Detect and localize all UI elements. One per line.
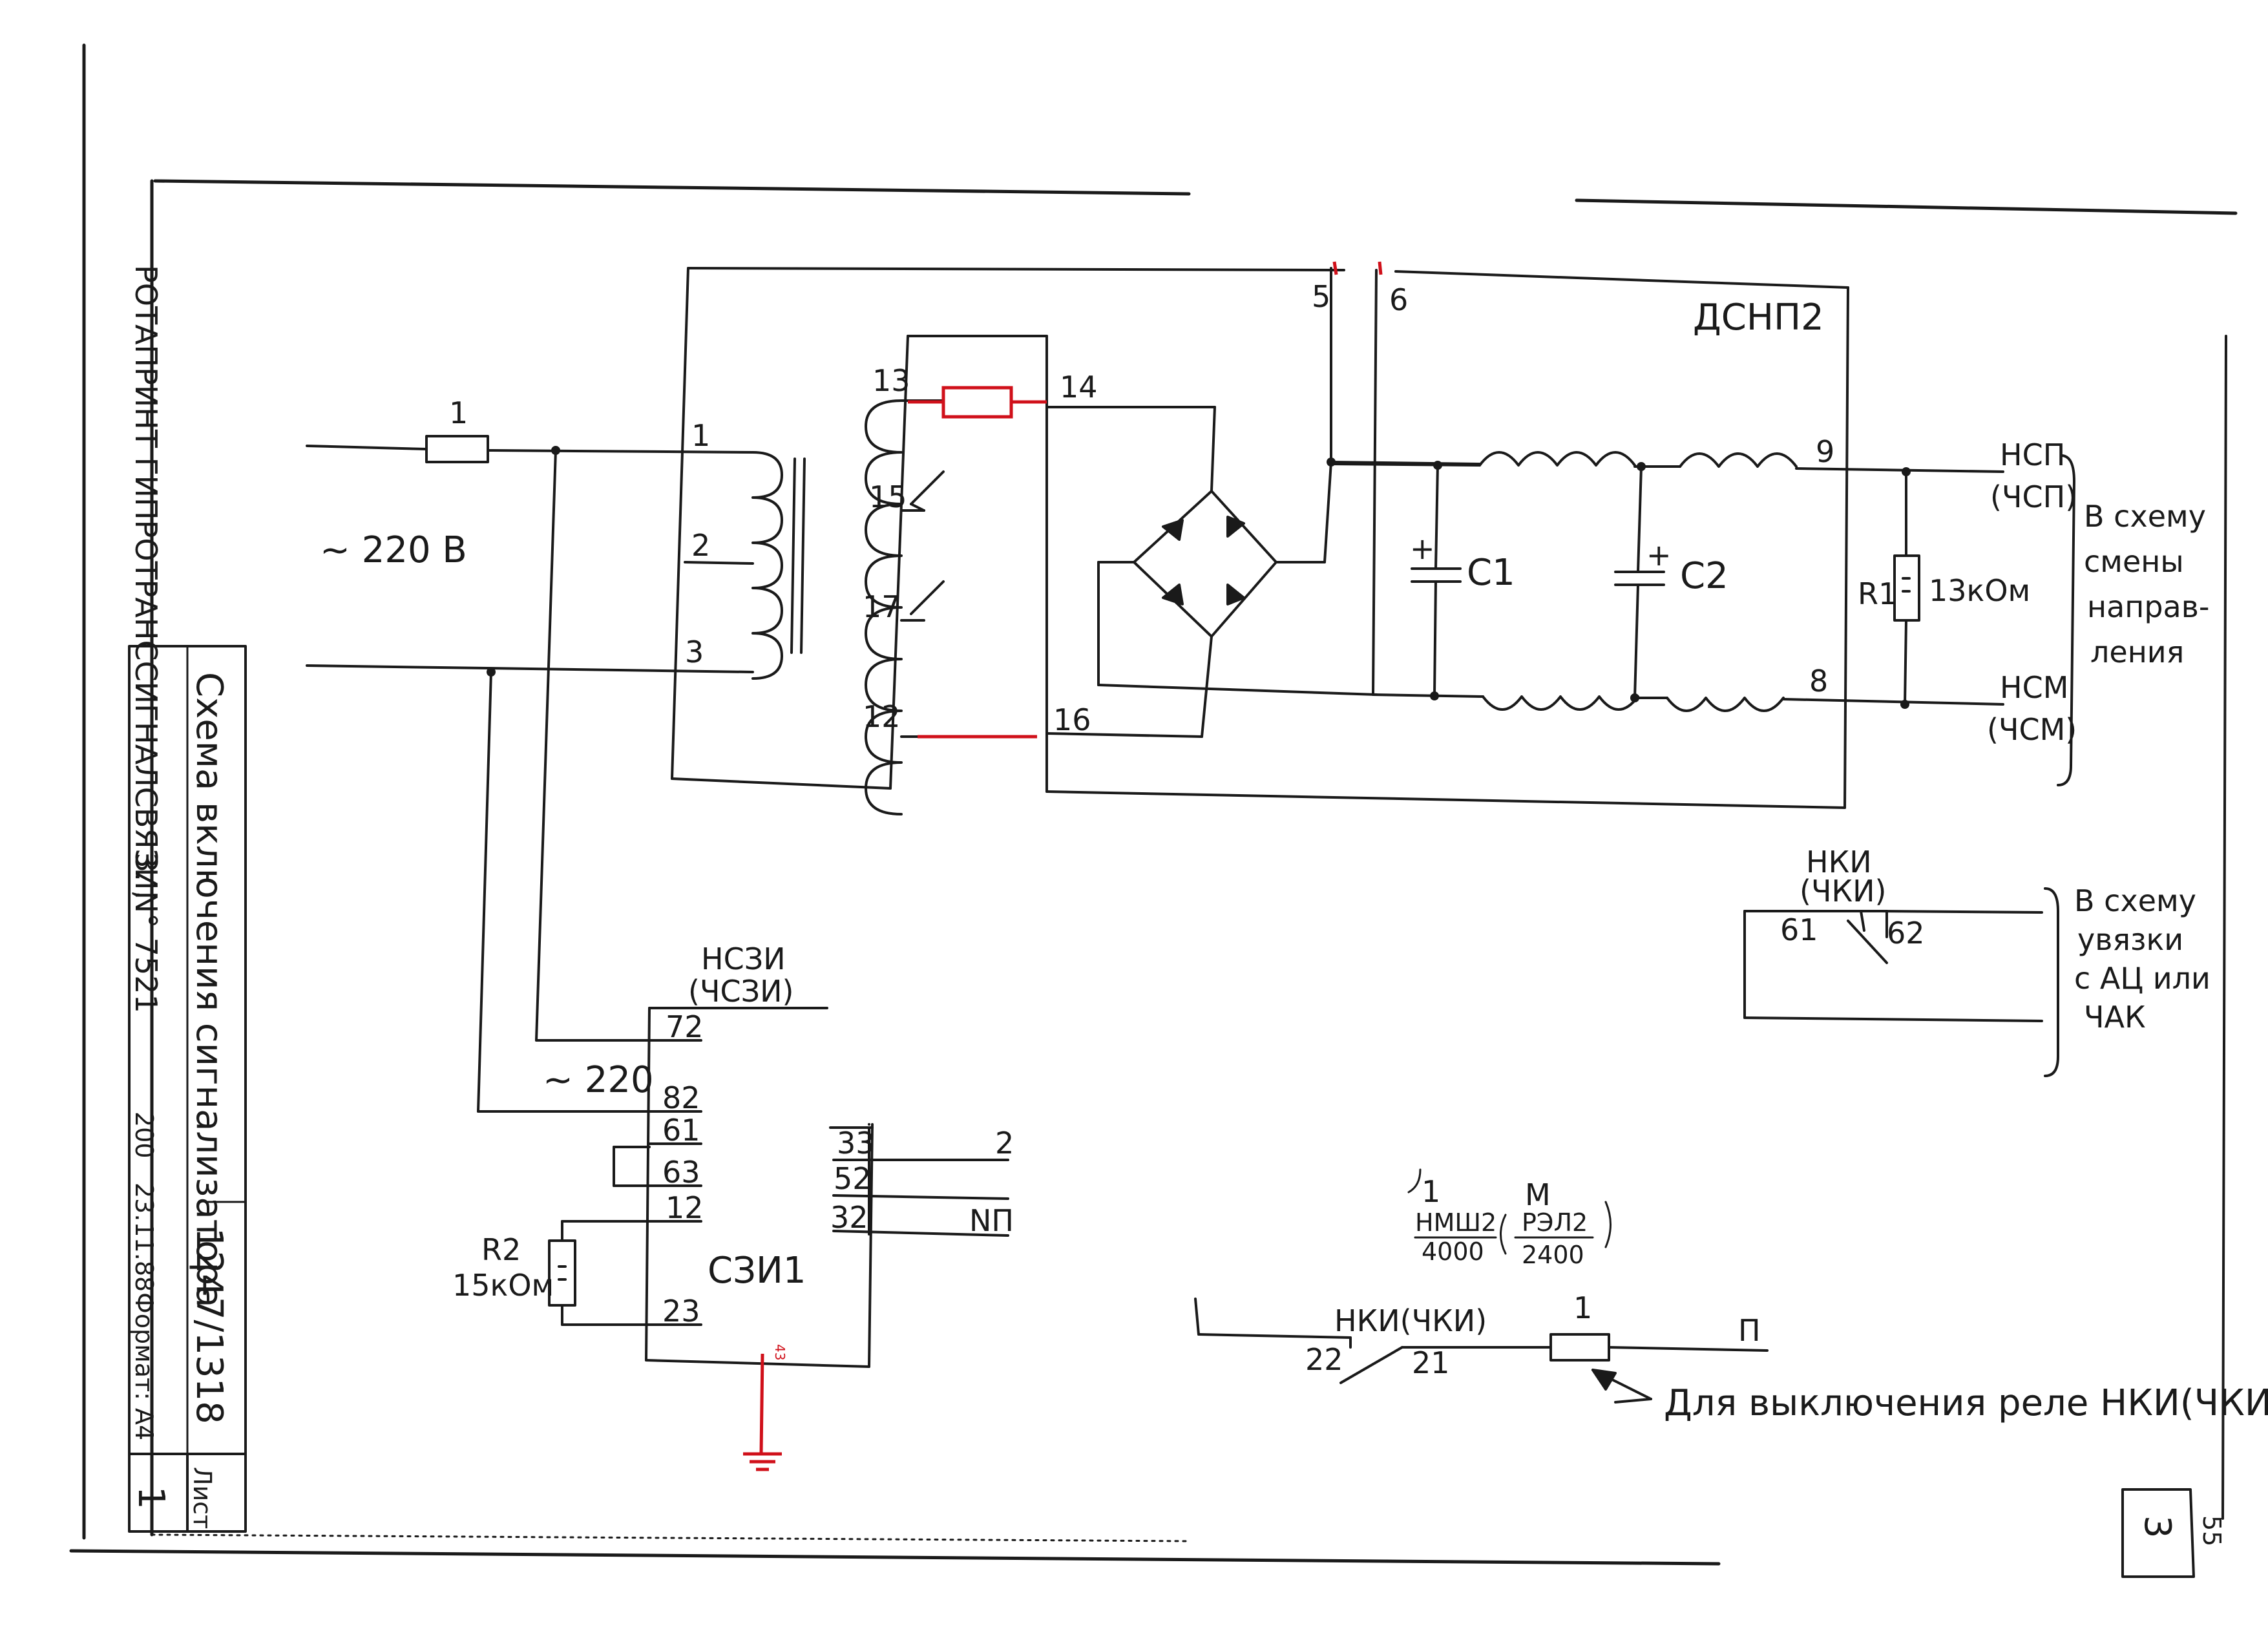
fuse-bottom-label: 1 (1573, 1290, 1592, 1325)
contact-21: 21 (1412, 1345, 1450, 1380)
nki-top-label: НКИ (1806, 845, 1872, 879)
nki-release-circuit (1194, 1168, 1769, 1404)
title-block-order: З. N° 7521 (129, 853, 163, 1013)
terminal-13: 13 (872, 363, 910, 398)
terminal-12: 12 (863, 699, 901, 734)
ground-label: 43 (772, 1344, 788, 1360)
title-block-copies: 200 (130, 1111, 158, 1159)
r2-label: R2 (481, 1232, 521, 1267)
terminal-17: 17 (863, 589, 901, 624)
to-direction-line-3: направ- (2087, 589, 2209, 624)
szi-terminal-72: 72 (666, 1009, 704, 1044)
szi-terminal-23: 23 (662, 1294, 700, 1329)
nki-bottom-label: НКИ(ЧКИ) (1334, 1303, 1487, 1338)
terminal-15: 15 (869, 479, 907, 514)
terminal-16: 16 (1053, 702, 1091, 737)
terminal-8: 8 (1809, 664, 1828, 699)
to-link-line-2: увязки (2077, 922, 2183, 957)
szi-terminal-33: 33 (837, 1126, 875, 1161)
terminal-6: 6 (1389, 282, 1408, 317)
sheet-frame (69, 43, 2238, 1578)
szi-terminal-63: 63 (662, 1155, 700, 1190)
bridge-rectifier (1045, 406, 1378, 738)
r2-value: 15кОм (452, 1268, 554, 1303)
title-block-date: 23.11.88 (130, 1183, 158, 1292)
formula-alt-den: 2400 (1522, 1241, 1584, 1269)
terminal-1: 1 (691, 418, 710, 453)
formula-alt-num: РЭЛ2 (1522, 1208, 1588, 1237)
lc-filter (1330, 451, 2075, 786)
formula-m: М (1525, 1177, 1551, 1212)
nsp-label: НСП (2000, 437, 2065, 472)
szi-block (548, 1007, 1009, 1368)
c1-plus: + (1410, 531, 1435, 566)
supply-wiring (306, 435, 754, 1113)
terminal-5: 5 (1312, 279, 1330, 314)
to-link-line-4: ЧАК (2084, 1000, 2146, 1035)
to-direction-line-4: ления (2090, 635, 2184, 669)
contact-62: 62 (1887, 916, 1925, 951)
to-direction-line-2: смены (2084, 544, 2184, 579)
drawing-title: Схема включения сигнализатора (188, 672, 230, 1307)
out-np-label: NП (969, 1203, 1014, 1238)
chsm-label: (ЧСМ) (1987, 712, 2077, 747)
release-note: Для выключения реле НКИ(ЧКИ) (1664, 1382, 2268, 1424)
to-link-line-1: В схему (2074, 883, 2196, 918)
nsm-label: НСМ (2000, 670, 2068, 705)
page-number: 3 (2136, 1515, 2178, 1539)
supply-label: ~ 220 В (320, 529, 467, 571)
to-link-line-3: с АЦ или (2074, 961, 2210, 996)
dsnp-block-outline (671, 267, 1849, 809)
title-block-company: РОТАПРИНТ ГИПРОТРАНССИГНАЛСВЯЗИ, (129, 265, 163, 899)
terminals-5-6-wiring (1327, 267, 1481, 696)
dsnp-block-name: ДСНП2 (1693, 297, 1824, 339)
szi-terminal-32: 32 (830, 1200, 868, 1235)
szi-terminal-12: 12 (666, 1190, 704, 1225)
szi-terminal-52: 52 (834, 1161, 872, 1196)
page-number-small: 55 (2198, 1515, 2226, 1546)
transformer (684, 399, 945, 815)
contact-61: 61 (1780, 912, 1818, 947)
sheet-number: 1 (130, 1486, 172, 1509)
terminal-9: 9 (1816, 434, 1834, 469)
terminal-14: 14 (1060, 370, 1098, 405)
to-direction-line-1: В схему (2084, 499, 2206, 534)
terminal-3: 3 (685, 635, 704, 669)
title-block: РОТАПРИНТ ГИПРОТРАНССИГНАЛСВЯЗИ, З. N° 7… (129, 265, 2226, 1546)
fuse-1-label: 1 (449, 395, 468, 430)
szi-terminal-61: 61 (662, 1113, 700, 1148)
c2-label: С2 (1680, 555, 1728, 597)
c2-plus: + (1646, 538, 1672, 573)
title-block-format: Формат: А4 (130, 1292, 158, 1440)
chszi-label: (ЧСЗИ) (688, 974, 793, 1009)
formula-num: НМШ2 (1415, 1208, 1496, 1237)
sheet-label: Лист (188, 1467, 216, 1529)
contact-22: 22 (1305, 1342, 1343, 1377)
szi-terminal-82: 82 (662, 1080, 700, 1115)
formula-den: 4000 (1422, 1237, 1484, 1266)
drawing-number: 1247/1318 (188, 1228, 230, 1424)
chsp-label: (ЧСП) (1990, 479, 2077, 514)
nszi-label: НСЗИ (701, 941, 786, 976)
szi-block-name: СЗИ1 (708, 1250, 806, 1292)
line-p-label: П (1738, 1313, 1761, 1348)
c1-label: С1 (1467, 552, 1515, 594)
formula-1: 1 (1422, 1174, 1440, 1209)
r1-value: 13кОм (1929, 573, 2030, 608)
chki-top-label: (ЧКИ) (1800, 874, 1887, 909)
supply-szi-label: ~ 220 (543, 1059, 654, 1101)
terminal-2: 2 (691, 528, 710, 563)
nki-contact-61-62 (1743, 887, 2059, 1077)
out-2-label: 2 (995, 1126, 1014, 1161)
red-markup (743, 261, 1383, 1471)
r1-label: R1 (1858, 576, 1897, 611)
